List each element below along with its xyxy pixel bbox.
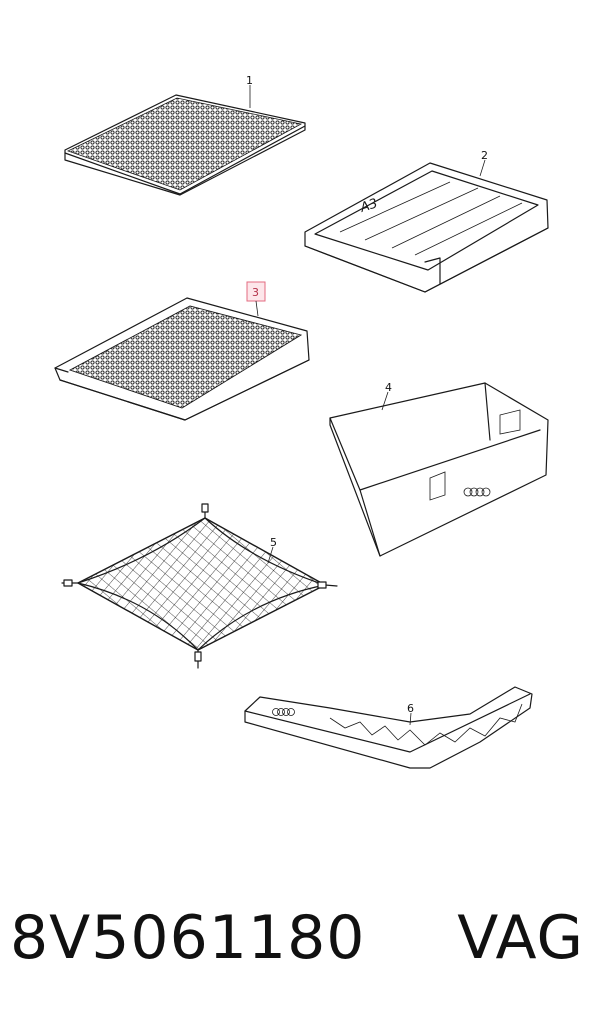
part-1-mesh-mat: 1 <box>64 74 306 196</box>
part-number: 8V5061180 <box>10 903 366 973</box>
part-5-cargo-net: 5 <box>61 503 338 669</box>
part-6-loading-sill-trim: 6 <box>244 686 533 769</box>
callout-1: 1 <box>246 74 253 87</box>
rings-emblem-box <box>463 487 491 497</box>
caption-bar: 8V5061180 VAG <box>0 893 600 983</box>
tray-model-label: A3 <box>358 196 380 216</box>
callout-6: 6 <box>407 702 414 715</box>
callout-4: 4 <box>385 381 392 394</box>
part-2-boot-tray: A3 2 <box>304 149 549 293</box>
part-4-storage-box: 4 <box>329 381 549 557</box>
brand-name: VAG <box>457 903 584 973</box>
callout-3: 3 <box>252 286 259 299</box>
callout-5: 5 <box>270 536 277 549</box>
part-3-mesh-tray: 3 <box>54 281 310 421</box>
rings-emblem-trim <box>272 708 295 716</box>
callout-2: 2 <box>481 149 488 162</box>
